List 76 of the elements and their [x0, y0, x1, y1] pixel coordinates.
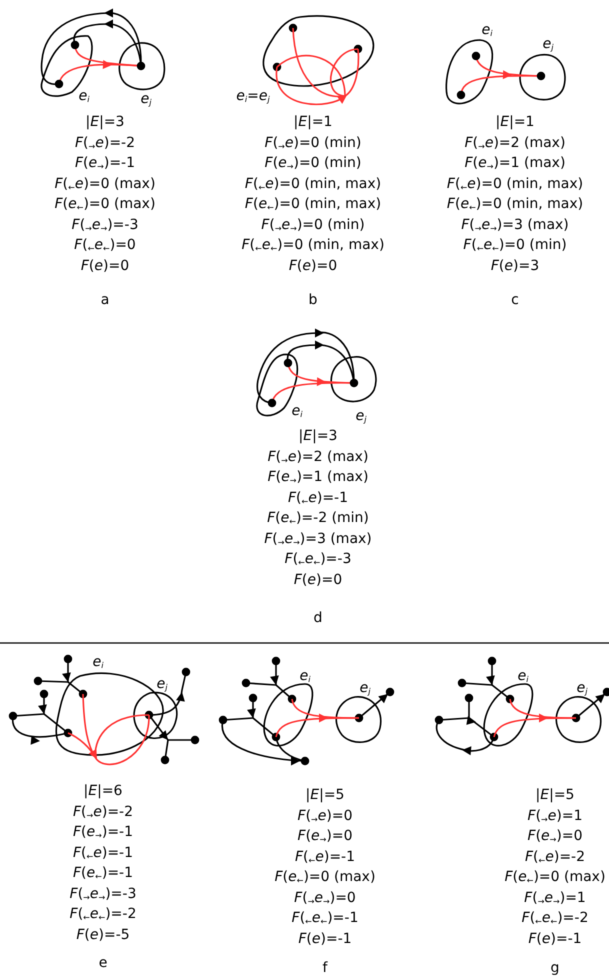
- set-name-label: e$_{j}$: [542, 36, 554, 54]
- formula-text: F(e$_{←}$)=0 (max): [504, 869, 606, 887]
- formula-text: F(e)=0: [288, 258, 338, 274]
- formula-text: F(e$_{→}$)=0: [298, 828, 352, 846]
- formula-text: |E|=3: [298, 428, 338, 445]
- formula-text: F($_{←}$e)=-1: [73, 844, 133, 862]
- formula-text: F($_{→}$e)=0 (min): [264, 134, 362, 152]
- formula-text: F(e)=0: [294, 572, 342, 588]
- formula-text: F(e$_{←}$)=0 (min, max): [446, 196, 584, 214]
- set-name-label: e$_{i}$: [518, 668, 528, 686]
- formula-text: F($_{→}$e)=0: [298, 808, 352, 826]
- formula-text: F(e$_{←}$)=0 (min, max): [244, 196, 382, 214]
- formula-text: F(e$_{→}$)=1 (max): [464, 155, 566, 173]
- formula-text: F(e$_{←}$)=0 (max): [274, 869, 376, 887]
- formula-text: |E|=5: [306, 787, 344, 804]
- set-name-label: e$_{j}$: [356, 408, 366, 426]
- set-name-label: e$_{j}$: [156, 676, 168, 694]
- panel-letter: d: [314, 610, 322, 627]
- formula-text: F($_{←}$e$_{←}$)=0 (min, max): [242, 237, 384, 255]
- formula-text: F($_{←}$e)=0 (min, max): [244, 176, 382, 194]
- formula-text: F($_{→}$e$_{→}$)=0: [294, 890, 356, 908]
- formula-text: F($_{←}$e$_{←}$)=-2: [70, 906, 136, 924]
- formula-text: |E|=3: [86, 114, 124, 131]
- formula-text: F(e$_{→}$)=0 (min): [264, 155, 362, 173]
- formula-text: |E|=6: [84, 783, 122, 800]
- formula-text: |E|=5: [536, 787, 574, 804]
- set-name-label: e$_{j}$: [360, 680, 370, 698]
- formula-text: F($_{→}$e$_{→}$)=3 (max): [461, 216, 569, 234]
- panel-letter: c: [511, 292, 519, 309]
- panel-letter: g: [550, 960, 560, 977]
- formula-text: F($_{←}$e)=0 (max): [54, 176, 156, 194]
- panel-letter: f: [322, 960, 328, 977]
- formula-text: |E|=1: [294, 114, 332, 131]
- formula-text: F(e)=-1: [298, 930, 352, 948]
- panel-letter: a: [100, 292, 110, 309]
- set-name-label: e$_{i}$=e$_{j}$: [236, 88, 270, 106]
- formula-text: F($_{→}$e)=-2: [73, 804, 133, 822]
- formula-text: F(e$_{→}$)=1 (max): [268, 469, 368, 487]
- formula-text: F(e$_{←}$)=-2 (min): [267, 510, 369, 528]
- formula-text: F($_{→}$e)=-2: [75, 134, 135, 152]
- formula-text: F(e$_{←}$)=0 (max): [54, 196, 156, 214]
- formula-text: F(e)=-5: [76, 926, 130, 944]
- formula-text: F($_{←}$e$_{←}$)=-1: [292, 910, 358, 928]
- formula-text: F(e)=-1: [528, 930, 582, 948]
- set-name-label: e$_{i}$: [482, 22, 492, 40]
- formula-text: F($_{→}$e$_{→}$)=-3: [70, 886, 136, 904]
- formula-text: F($_{←}$e$_{←}$)=-2: [522, 910, 588, 928]
- formula-text: F($_{→}$e$_{→}$)=-3: [72, 216, 138, 234]
- formula-text: F($_{→}$e)=2 (max): [268, 448, 368, 466]
- formula-text: F($_{←}$e)=-1: [295, 848, 355, 866]
- set-name-label: e$_{i}$: [92, 654, 104, 672]
- panel-letter: b: [308, 292, 318, 309]
- formula-text: F($_{→}$e)=2 (max): [464, 134, 566, 152]
- set-name-label: e$_{j}$: [140, 91, 152, 109]
- formula-text: F($_{←}$e)=-2: [525, 848, 585, 866]
- formula-text: F($_{←}$e)=-1: [288, 490, 348, 508]
- formula-text: F(e$_{→}$)=0: [528, 828, 582, 846]
- formula-text: F(e)=3: [490, 258, 540, 274]
- formula-text: F($_{→}$e$_{→}$)=0 (min): [261, 216, 365, 234]
- formula-text: F($_{→}$e$_{→}$)=1: [524, 890, 586, 908]
- formula-text: F($_{←}$e$_{←}$)=0 (min): [463, 237, 567, 255]
- formula-text: F($_{←}$e$_{←}$)=-3: [284, 551, 352, 569]
- set-name-label: e$_{i}$: [300, 668, 310, 686]
- formula-text: F($_{→}$e$_{→}$)=3 (max): [264, 530, 372, 548]
- set-name-label: e$_{i}$: [78, 88, 90, 106]
- formula-text: F($_{←}$e)=0 (min, max): [446, 176, 584, 194]
- formula-text: F(e$_{→}$)=-1: [73, 824, 133, 842]
- set-name-label: e$_{i}$: [292, 403, 302, 421]
- set-name-label: e$_{j}$: [576, 680, 588, 698]
- panel-letter: e: [98, 955, 108, 972]
- formula-text: F($_{←}$e$_{←}$)=0: [74, 237, 136, 255]
- formula-text: |E|=1: [496, 114, 534, 131]
- formula-text: F(e$_{←}$)=-1: [73, 865, 133, 883]
- formula-text: F($_{→}$e)=1: [528, 808, 582, 826]
- formula-text: F(e)=0: [80, 258, 130, 274]
- formula-text: F(e$_{→}$)=-1: [75, 155, 135, 173]
